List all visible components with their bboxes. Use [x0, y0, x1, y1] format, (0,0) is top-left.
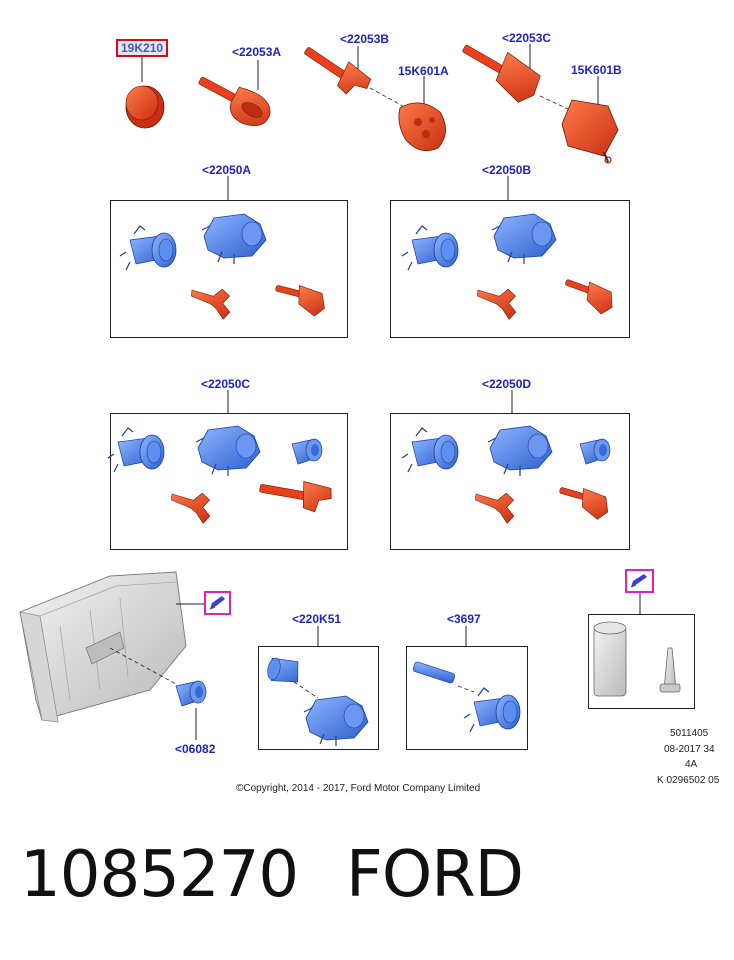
callout-22050b[interactable]: <22050B — [482, 163, 532, 177]
callout-06082[interactable]: <06082 — [175, 742, 216, 756]
callout-22053b[interactable]: <22053B — [340, 32, 390, 46]
reference-line-3: 4A — [685, 759, 698, 770]
note-callout-lubricant[interactable] — [625, 569, 654, 593]
callout-22053a[interactable]: <22053A — [232, 45, 282, 59]
copyright-text: ©Copyright, 2014 - 2017, Ford Motor Comp… — [236, 783, 481, 794]
kit-box-22050a — [110, 200, 348, 338]
reference-line-4: K 0296502 05 — [657, 775, 720, 786]
kit-box-220k51 — [258, 646, 379, 750]
kit-box-3697 — [406, 646, 528, 750]
callout-22050a[interactable]: <22050A — [202, 163, 252, 177]
reference-line-2: 08-2017 34 — [664, 744, 715, 755]
callout-22053c[interactable]: <22053C — [502, 31, 552, 45]
note-callout-glovebox[interactable] — [204, 591, 231, 615]
callout-220k51[interactable]: <220K51 — [292, 612, 342, 626]
callout-15k601b[interactable]: 15K601B — [571, 63, 622, 77]
lubricant-box — [588, 614, 695, 709]
callout-22050c[interactable]: <22050C — [201, 377, 251, 391]
kit-box-22050d — [390, 413, 630, 550]
kit-box-22050c — [110, 413, 348, 550]
brand-caption: FORD — [346, 838, 524, 912]
callout-19k210[interactable]: 19K210 — [116, 39, 169, 57]
pen-note-icon — [630, 574, 647, 588]
kit-box-22050b — [390, 200, 630, 338]
reference-line-1: 5011405 — [670, 728, 709, 739]
callout-3697[interactable]: <3697 — [447, 612, 481, 626]
callout-15k601a[interactable]: 15K601A — [398, 64, 449, 78]
part-number-caption: 1085270 — [20, 838, 299, 912]
pen-note-icon — [209, 596, 225, 610]
callout-22050d[interactable]: <22050D — [482, 377, 532, 391]
